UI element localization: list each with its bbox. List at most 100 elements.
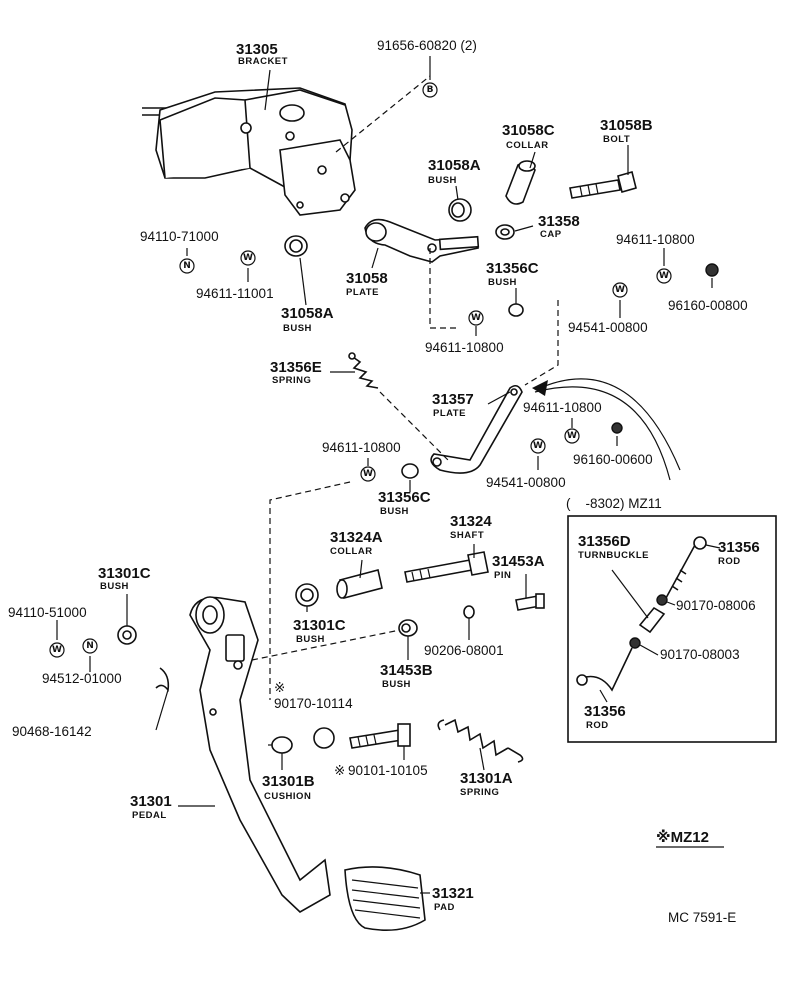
name-bush-31356c-mid: BUSH xyxy=(380,506,409,517)
label-90170-10114: 90170-10114 xyxy=(274,696,353,711)
rod-31356-bottom-drawing xyxy=(576,637,641,692)
name-pin: PIN xyxy=(494,570,511,581)
name-spring-31356e: SPRING xyxy=(272,375,311,386)
label-94110-71000: 94110-71000 xyxy=(140,229,219,244)
name-bush-31301c-left: BUSH xyxy=(100,581,129,592)
name-plate-31058: PLATE xyxy=(346,287,379,298)
inset-title: ( -8302) MZ11 xyxy=(566,496,662,511)
cap-31358-drawing xyxy=(495,224,515,240)
name-rod-top: ROD xyxy=(718,556,741,567)
name-spring-31301a: SPRING xyxy=(460,787,499,798)
rod-31356-top-drawing xyxy=(665,536,707,599)
label-94611-10800-b: 94611-10800 xyxy=(425,340,504,355)
collar-31324a-drawing xyxy=(336,569,383,599)
label-31453a: 31453A xyxy=(492,553,545,570)
spring-31301a-drawing xyxy=(437,718,524,763)
label-94541-00800-a: 94541-00800 xyxy=(568,320,648,335)
label-31058: 31058 xyxy=(346,270,388,287)
label-94611-11001: 94611-11001 xyxy=(196,286,274,301)
bush-31356c-top-drawing xyxy=(508,303,524,317)
label-94512-01000: 94512-01000 xyxy=(42,671,122,686)
name-bush-31453b: BUSH xyxy=(382,679,411,690)
cushion-31301b-drawing xyxy=(268,736,293,754)
bolt-31058b-drawing xyxy=(569,171,637,199)
name-cap: CAP xyxy=(540,229,562,240)
plate-31357-drawing xyxy=(430,384,523,474)
bush-31301c-left-drawing xyxy=(117,625,137,645)
label-31453b: 31453B xyxy=(380,662,433,679)
washer-symbol-94541-00800-b: W xyxy=(530,438,546,454)
washer-symbol-94611-10800-b: W xyxy=(468,310,484,326)
label-31356-bottom: 31356 xyxy=(584,703,626,720)
label-31301: 31301 xyxy=(130,793,172,810)
svg-text:N: N xyxy=(183,261,191,271)
name-collar-31324a: COLLAR xyxy=(330,546,373,557)
svg-text:W: W xyxy=(615,285,625,295)
name-collar-31058c: COLLAR xyxy=(506,140,549,151)
name-shaft: SHAFT xyxy=(450,530,484,541)
name-bush-31058a-bottom: BUSH xyxy=(283,323,312,334)
label-90170-08003: 90170-08003 xyxy=(660,647,740,662)
asterisk-90101: ※ xyxy=(334,763,345,778)
label-31058a-bottom: 31058A xyxy=(281,305,334,322)
nut-96160-00600-drawing xyxy=(611,422,623,434)
bush-31453b-drawing xyxy=(398,619,418,637)
shaft-31324-drawing xyxy=(404,551,489,583)
pin-31453a-drawing xyxy=(515,593,545,611)
name-pad: PAD xyxy=(434,902,455,913)
name-turnbuckle: TURNBUCKLE xyxy=(578,550,649,561)
name-bracket: BRACKET xyxy=(238,56,288,67)
bracket-drawing xyxy=(142,87,356,216)
bush-31356c-mid-drawing xyxy=(401,463,419,479)
name-rod-bottom: ROD xyxy=(586,720,609,731)
label-90170-08006: 90170-08006 xyxy=(676,598,756,613)
svg-text:W: W xyxy=(471,313,481,323)
nut-90206-drawing xyxy=(463,605,475,619)
asterisk-90170-10114: ※ xyxy=(274,680,285,695)
svg-text:W: W xyxy=(243,253,253,263)
label-31321: 31321 xyxy=(432,885,474,902)
label-31058c: 31058C xyxy=(502,122,555,139)
label-94611-10800-d: 94611-10800 xyxy=(322,440,401,455)
name-plate-31357: PLATE xyxy=(433,408,466,419)
washer-symbol-94541-00800-a: W xyxy=(612,282,628,298)
label-31356c-top: 31356C xyxy=(486,260,539,277)
name-bush-31058a-top: BUSH xyxy=(428,175,457,186)
label-31301a: 31301A xyxy=(460,770,513,787)
label-31301c-left: 31301C xyxy=(98,565,151,582)
label-90206-08001: 90206-08001 xyxy=(424,643,504,658)
label-31058b: 31058B xyxy=(600,117,653,134)
plate-31058-drawing xyxy=(364,218,480,263)
bolt-90101-drawing xyxy=(349,723,411,749)
pad-31321-drawing xyxy=(344,866,426,931)
svg-text:W: W xyxy=(533,441,543,451)
label-31356c-mid: 31356C xyxy=(378,489,431,506)
spring-31356e-drawing xyxy=(348,352,379,389)
label-31324a: 31324A xyxy=(330,529,383,546)
nut-symbol-n-94110-71000: N xyxy=(179,258,195,274)
name-bush-31356c-top: BUSH xyxy=(488,277,517,288)
label-94541-00800-b: 94541-00800 xyxy=(486,475,566,490)
label-31324: 31324 xyxy=(450,513,492,530)
label-96160-00600: 96160-00600 xyxy=(573,452,653,467)
name-pedal: PEDAL xyxy=(132,810,167,821)
note-mz12: ※MZ12 xyxy=(656,828,709,846)
label-31301c-mid: 31301C xyxy=(293,617,346,634)
inset-box xyxy=(567,515,777,743)
washer-symbol-94611-11001: W xyxy=(240,250,256,266)
label-31356-top: 31356 xyxy=(718,539,760,556)
label-94611-10800-a: 94611-10800 xyxy=(616,232,695,247)
label-91656-60820: 91656-60820 (2) xyxy=(377,38,477,53)
label-94110-51000: 94110-51000 xyxy=(8,605,87,620)
washer-symbol-94611-10800-a: W xyxy=(656,268,672,284)
svg-text:W: W xyxy=(363,469,373,479)
bush-31058a-bottom-drawing xyxy=(284,235,308,257)
bush-31301c-mid-drawing xyxy=(295,583,319,607)
label-31356d: 31356D xyxy=(578,533,631,550)
turnbuckle-31356d-drawing xyxy=(638,594,668,634)
washer-symbol-94110-51000: W xyxy=(49,642,65,658)
svg-text:B: B xyxy=(427,85,434,95)
label-90101-10105: 90101-10105 xyxy=(348,763,428,778)
pedal-31301-drawing xyxy=(155,596,331,913)
